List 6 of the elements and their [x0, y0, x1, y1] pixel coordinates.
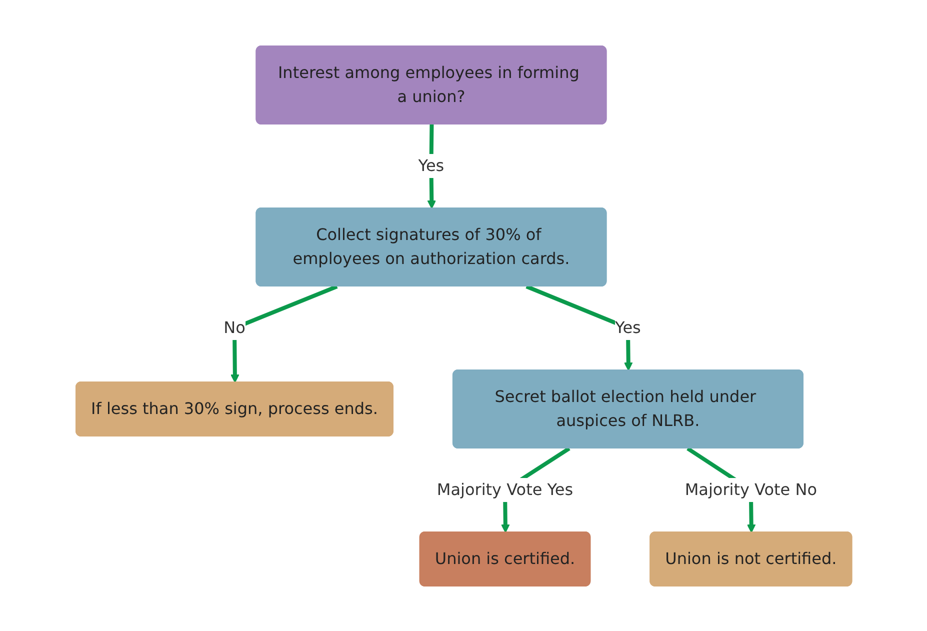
edge-label: Majority Vote Yes: [436, 479, 573, 498]
edge-label: Majority Vote No: [684, 479, 817, 498]
edge-label: Yes: [418, 155, 444, 174]
edge-label: No: [223, 317, 246, 336]
arrow: [230, 284, 338, 382]
edge-label: Yes: [614, 317, 641, 336]
